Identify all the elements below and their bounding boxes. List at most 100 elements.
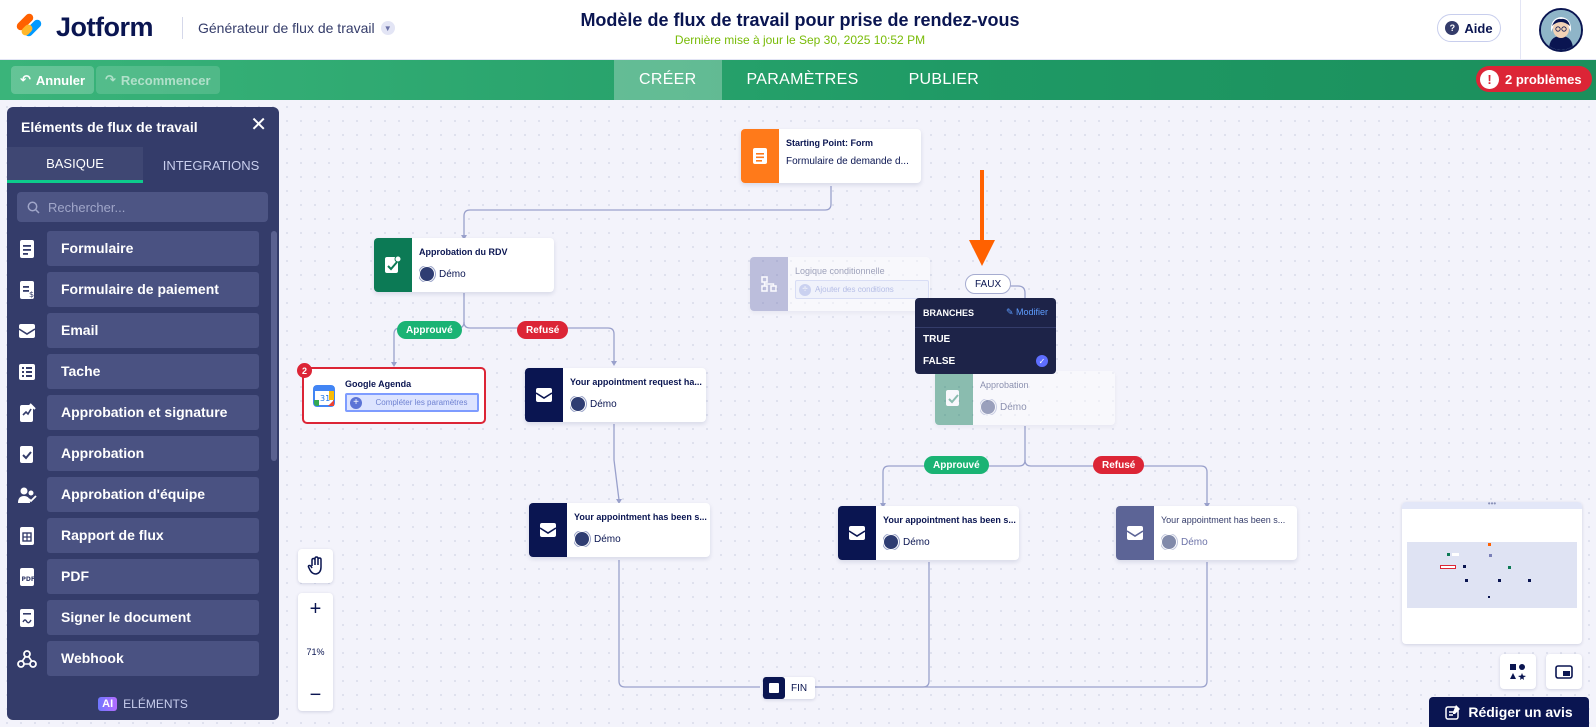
page-title[interactable]: Modèle de flux de travail pour prise de … (580, 10, 1020, 30)
review-icon (1445, 705, 1461, 720)
node-subtitle: Formulaire de demande d... (786, 156, 909, 167)
tab-publier[interactable]: PUBLIER (908, 71, 980, 88)
zoom-out-button[interactable]: − (309, 684, 322, 706)
branch-option-false[interactable]: FALSE ✓ (915, 350, 1056, 372)
redo-button[interactable]: ↷ Recommencer (96, 66, 220, 94)
payment-form-icon: $ (7, 272, 47, 307)
refused-branch-label-2[interactable]: Refusé (1093, 456, 1145, 474)
redo-icon: ↷ (105, 72, 116, 87)
element-label: Email (47, 313, 259, 348)
email-icon (525, 368, 563, 422)
zoom-level: 71% (306, 647, 325, 657)
element-sign-document[interactable]: Signer le document (7, 600, 269, 635)
node-email-request[interactable]: Your appointment request ha... Démo (525, 368, 706, 422)
element-team-approval[interactable]: Approbation d'équipe (7, 477, 269, 512)
node-title: Google Agenda (345, 379, 412, 389)
approval-icon (7, 436, 47, 471)
tab-integrations[interactable]: INTEGRATIONS (162, 157, 260, 173)
email-icon (838, 506, 876, 560)
title-area: Modèle de flux de travail pour prise de … (480, 10, 1120, 47)
add-conditions-label: Ajouter des conditions (815, 284, 894, 294)
task-icon (7, 354, 47, 389)
help-button[interactable]: ? Aide (1437, 14, 1501, 42)
shapes-button[interactable] (1500, 654, 1536, 689)
jotform-logo[interactable]: Jotform (15, 11, 154, 43)
element-label: Formulaire de paiement (47, 272, 259, 307)
review-label: Rédiger un avis (1468, 704, 1573, 720)
google-calendar-icon: 31 (309, 373, 339, 418)
element-label: Approbation d'équipe (47, 477, 259, 512)
search-input[interactable]: Rechercher... (17, 192, 268, 222)
branch-option-true[interactable]: TRUE (915, 328, 1056, 350)
pan-hand-button[interactable] (298, 549, 333, 583)
element-approval-signature[interactable]: Approbation et signature (7, 395, 269, 430)
panel-tabs: BASIQUE INTEGRATIONS (7, 147, 279, 183)
node-approval[interactable]: Approbation Démo (935, 371, 1115, 425)
node-start-form[interactable]: Starting Point: Form Formulaire de deman… (741, 129, 921, 183)
element-webhook[interactable]: Webhook (7, 641, 269, 676)
faux-branch-label[interactable]: FAUX (965, 274, 1012, 294)
zoom-in-button[interactable]: + (309, 598, 322, 620)
problems-button[interactable]: ! 2 problèmes (1476, 66, 1592, 92)
branch-option-label: FALSE (923, 355, 956, 367)
tab-basique[interactable]: BASIQUE (7, 147, 143, 183)
node-conditional-logic[interactable]: Logique conditionnelle + Ajouter des con… (750, 257, 930, 311)
panel-footer-ai-elements[interactable]: AI ELÉMENTS (7, 688, 279, 720)
element-pdf[interactable]: PDF PDF (7, 559, 269, 594)
refused-branch-label[interactable]: Refusé (517, 321, 569, 339)
complete-settings-button[interactable]: + Compléter les paramètres (345, 393, 479, 412)
node-email-confirmed-3[interactable]: Your appointment has been s... Démo (1116, 506, 1297, 560)
tab-creer[interactable]: CRÉER (614, 60, 722, 100)
node-email-confirmed-2[interactable]: Your appointment has been s... Démo (838, 506, 1019, 560)
add-conditions-button[interactable]: + Ajouter des conditions (795, 280, 929, 299)
minimap[interactable]: ••• (1402, 500, 1582, 644)
node-email-confirmed-1[interactable]: Your appointment has been s... Démo (529, 503, 710, 557)
minimap-drag-handle[interactable]: ••• (1402, 500, 1582, 509)
node-title: Logique conditionnelle (795, 266, 885, 276)
assignee-name: Démo (594, 533, 621, 545)
pdf-icon: PDF (7, 559, 47, 594)
node-google-calendar[interactable]: 31 Google Agenda + Compléter les paramèt… (302, 367, 486, 424)
element-tache[interactable]: Tache (7, 354, 269, 389)
assignee-name: Démo (590, 398, 617, 410)
node-title: Your appointment has been s... (1161, 515, 1286, 525)
close-icon[interactable]: ✕ (250, 114, 267, 136)
element-formulaire[interactable]: Formulaire (7, 231, 269, 266)
assignee-avatar (1161, 534, 1177, 550)
element-label: Approbation et signature (47, 395, 259, 430)
node-title: Approbation (980, 380, 1029, 390)
footer-label: ELÉMENTS (123, 697, 188, 711)
element-label: Formulaire (47, 231, 259, 266)
element-flow-report[interactable]: Rapport de flux (7, 518, 269, 553)
element-label: Rapport de flux (47, 518, 259, 553)
elements-panel: Eléments de flux de travail ✕ BASIQUE IN… (7, 107, 279, 720)
main-tabs: CRÉER PARAMÈTRES PUBLIER (614, 60, 1004, 100)
form-icon (7, 231, 47, 266)
write-review-button[interactable]: Rédiger un avis (1429, 697, 1589, 727)
node-title: Starting Point: Form (786, 138, 873, 148)
builder-dropdown[interactable]: Générateur de flux de travail ▼ (198, 20, 395, 36)
node-end[interactable]: FIN (763, 677, 816, 699)
tab-parametres[interactable]: PARAMÈTRES (746, 71, 859, 88)
search-icon (27, 201, 40, 214)
elements-list: Formulaire $Formulaire de paiement Email… (7, 231, 269, 682)
element-payment-form[interactable]: $Formulaire de paiement (7, 272, 269, 307)
minimap-toggle-button[interactable] (1546, 654, 1582, 689)
user-avatar[interactable] (1539, 8, 1583, 52)
approved-branch-label[interactable]: Approuvé (397, 321, 462, 339)
element-approbation[interactable]: Approbation (7, 436, 269, 471)
flow-report-icon (7, 518, 47, 553)
approval-icon (935, 371, 973, 425)
panel-scrollbar[interactable] (271, 231, 277, 461)
svg-text:PDF: PDF (22, 576, 35, 583)
minimap-icon (1555, 664, 1573, 679)
gcal-node-inner: 31 Google Agenda + Compléter les paramèt… (309, 373, 481, 418)
node-approval-rdv[interactable]: Approbation du RDV Démo (374, 238, 554, 292)
approved-branch-label-2[interactable]: Approuvé (924, 456, 989, 474)
undo-button[interactable]: ↶ Annuler (11, 66, 95, 94)
shapes-icon (1510, 663, 1526, 680)
element-label: PDF (47, 559, 259, 594)
edit-branches-link[interactable]: ✎ Modifier (1005, 307, 1048, 317)
element-email[interactable]: Email (7, 313, 269, 348)
